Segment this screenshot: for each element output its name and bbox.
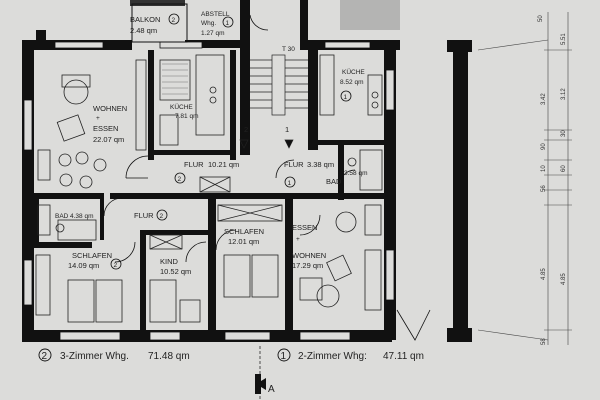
svg-text:+: +	[296, 236, 300, 243]
bad-left-name: BAD	[55, 213, 69, 220]
legend-left-text: 3-Zimmer Whg.	[60, 351, 129, 362]
stair-unit-left: 2	[244, 125, 248, 134]
stair-unit-right: 1	[285, 125, 289, 134]
dim-outer-2: 4.85	[561, 273, 567, 285]
wohnen-right-name: WOHNEN	[292, 251, 326, 260]
dim-8: 56	[541, 185, 547, 192]
kueche-left-name: KÜCHE	[170, 103, 193, 111]
schlafen-right-name: SCHLAFEN	[224, 227, 264, 236]
unit-marker-2: 1	[288, 180, 292, 187]
schlafen-left-name: SCHLAFEN	[72, 251, 112, 260]
kind-name: KIND	[160, 257, 179, 266]
bad-left-area: 4.38 qm	[70, 213, 94, 220]
unit-marker-1: 2	[178, 176, 182, 183]
schlafen-left-unit: 2	[114, 262, 118, 269]
section-mark: A	[255, 346, 275, 400]
flur-small-name: FLUR	[134, 211, 154, 220]
windows	[23, 41, 395, 341]
bad-right-area: 3.58 qm	[344, 170, 368, 177]
section-mark-label: A	[268, 384, 275, 395]
abstell-name: ABSTELL	[201, 11, 230, 18]
schlafen-left-area: 14.09 qm	[68, 261, 99, 270]
wohnen-essen-area: 22.07 qm	[93, 135, 124, 144]
schlafen-right-area: 12.01 qm	[228, 237, 259, 246]
dim-2: 5.51	[561, 33, 567, 45]
dimension-labels: 50 5.51 3.12 30 90 10 60 56 4.85 58 3.42…	[538, 15, 567, 345]
balkon-name: BALKON	[130, 15, 160, 24]
dim-3: 3.12	[561, 88, 567, 100]
dim-4: 30	[561, 130, 567, 137]
flur-left-name: FLUR	[184, 160, 204, 169]
balkon-unit: 2	[172, 17, 176, 24]
dim-outer-1: 3.42	[541, 93, 547, 105]
dim-1: 50	[538, 15, 544, 22]
staircase	[239, 54, 308, 149]
stair-label: T 30	[282, 46, 295, 53]
legend-left-area: 71.48 qm	[148, 351, 190, 362]
essen-right-name: ESSEN	[292, 223, 317, 232]
balkon-area: 2.48 qm	[130, 26, 157, 35]
flur-right-name: FLUR	[284, 160, 304, 169]
dim-7: 60	[561, 165, 567, 172]
unit-marker-4: 1	[344, 94, 348, 101]
abstell-area: 1.27 qm	[201, 30, 225, 37]
balcony	[131, 3, 188, 43]
kueche-right-area: 8.52 qm	[340, 79, 364, 86]
doors	[103, 14, 431, 341]
dim-10: 58	[541, 338, 547, 345]
bad-right-name: BAD	[326, 177, 342, 186]
flur-right-area: 3.38 qm	[307, 160, 334, 169]
svg-text:+: +	[96, 115, 100, 122]
dim-9: 4.85	[541, 268, 547, 280]
flur-left-area: 10.21 qm	[208, 160, 239, 169]
kind-area: 10.52 qm	[160, 267, 191, 276]
kueche-right-name: KÜCHE	[342, 68, 365, 76]
dimension-lines	[477, 12, 572, 345]
abstell-unit: 1	[226, 20, 230, 27]
abstell-suffix: Whg.	[201, 20, 216, 27]
wohnen-name: WOHNEN	[93, 104, 127, 113]
legend: 2 3-Zimmer Whg. 71.48 qm 1 2-Zimmer Whg:…	[38, 348, 424, 362]
unit-markers: 2 1 1	[174, 90, 352, 188]
legend-right-text: 2-Zimmer Whg:	[298, 351, 367, 362]
furniture	[35, 54, 383, 323]
essen-name: ESSEN	[93, 124, 118, 133]
dim-6: 10	[541, 165, 547, 172]
dim-5: 90	[541, 143, 547, 150]
legend-left-num: 2	[42, 351, 48, 362]
room-labels: BALKON 2.48 qm 2 ABSTELL Whg. 1 1.27 qm …	[55, 11, 368, 276]
flur-small-unit: 2	[160, 213, 164, 220]
essen-wohnen-area: 17.29 qm	[292, 261, 323, 270]
kitchen-tiles	[162, 63, 188, 95]
kueche-left-area: 7.81 qm	[175, 113, 199, 120]
legend-right-area: 47.11 qm	[383, 351, 424, 362]
legend-right-num: 1	[281, 351, 287, 362]
